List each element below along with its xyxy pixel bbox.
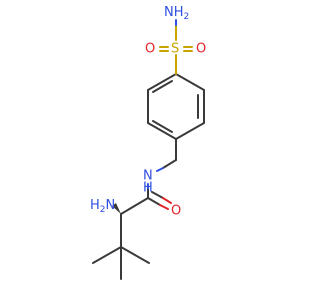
sulfur-label: S	[171, 42, 179, 57]
sulfonamide-bonds	[159, 19, 193, 75]
carbonyl-bonds	[147, 191, 172, 210]
sulfonamide-nh2-label: NH2	[164, 5, 189, 22]
atom-labels: NH2 S O O N H O H2N	[90, 5, 206, 219]
amine-nh2-label: H2N	[90, 198, 115, 215]
alpha-carbon-bonds	[92, 197, 150, 280]
sulfonyl-oxygen-left-label: O	[145, 42, 155, 57]
carbonyl-oxygen-label: O	[171, 204, 181, 219]
benzene-ring	[147, 73, 205, 140]
sulfonyl-oxygen-right-label: O	[196, 42, 206, 57]
chemical-structure: NH2 S O O N H O H2N	[90, 5, 206, 280]
amide-nitrogen-label: N	[143, 169, 153, 184]
linker-bonds	[147, 138, 177, 199]
stereo-wedge	[112, 203, 121, 214]
amide-hydrogen-label: H	[143, 181, 153, 196]
